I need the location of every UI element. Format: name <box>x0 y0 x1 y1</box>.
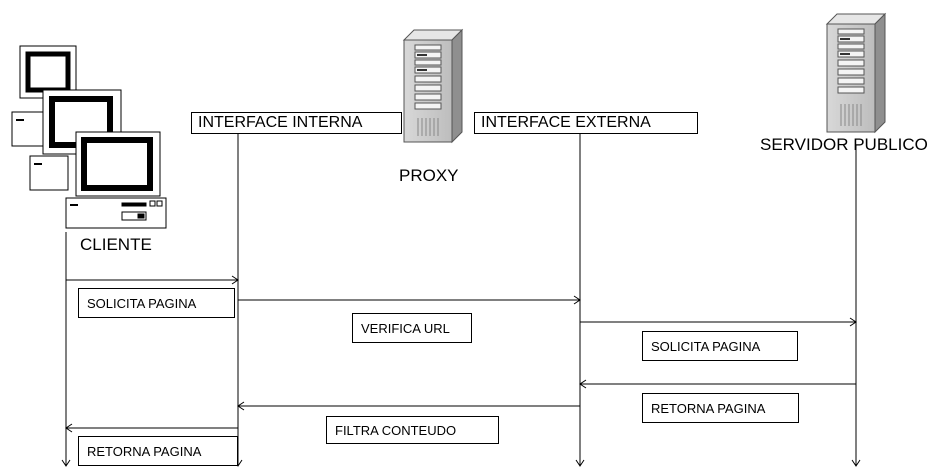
arrow-externa-to-interna <box>238 402 580 410</box>
interface-externa-label: INTERFACE EXTERNA <box>474 112 698 134</box>
arrow-interna-to-externa <box>238 296 580 304</box>
cliente-lifeline <box>62 232 70 466</box>
proxy-server-icon <box>404 30 462 142</box>
retorna-pagina-message-1: RETORNA PAGINA <box>642 393 799 423</box>
retorna-pagina-message-2: RETORNA PAGINA <box>78 436 238 466</box>
proxy-label: PROXY <box>399 167 459 184</box>
public-server-icon <box>827 14 885 132</box>
filtra-conteudo-message: FILTRA CONTEUDO <box>326 416 499 444</box>
cliente-label: CLIENTE <box>80 236 152 253</box>
arrow-servidor-to-externa <box>580 380 856 388</box>
client-computers-icon <box>12 46 166 228</box>
solicita-pagina-message-2: SOLICITA PAGINA <box>642 331 798 361</box>
arrow-interna-to-cliente <box>66 424 238 432</box>
verifica-url-message: VERIFICA URL <box>352 313 472 343</box>
interface-interna-label: INTERFACE INTERNA <box>191 112 402 134</box>
servidor-publico-lifeline <box>852 145 860 466</box>
solicita-pagina-message-1: SOLICITA PAGINA <box>78 288 235 318</box>
arrow-cliente-to-interna <box>66 276 238 284</box>
servidor-publico-label: SERVIDOR PUBLICO <box>760 136 928 153</box>
arrow-externa-to-servidor <box>580 318 856 326</box>
